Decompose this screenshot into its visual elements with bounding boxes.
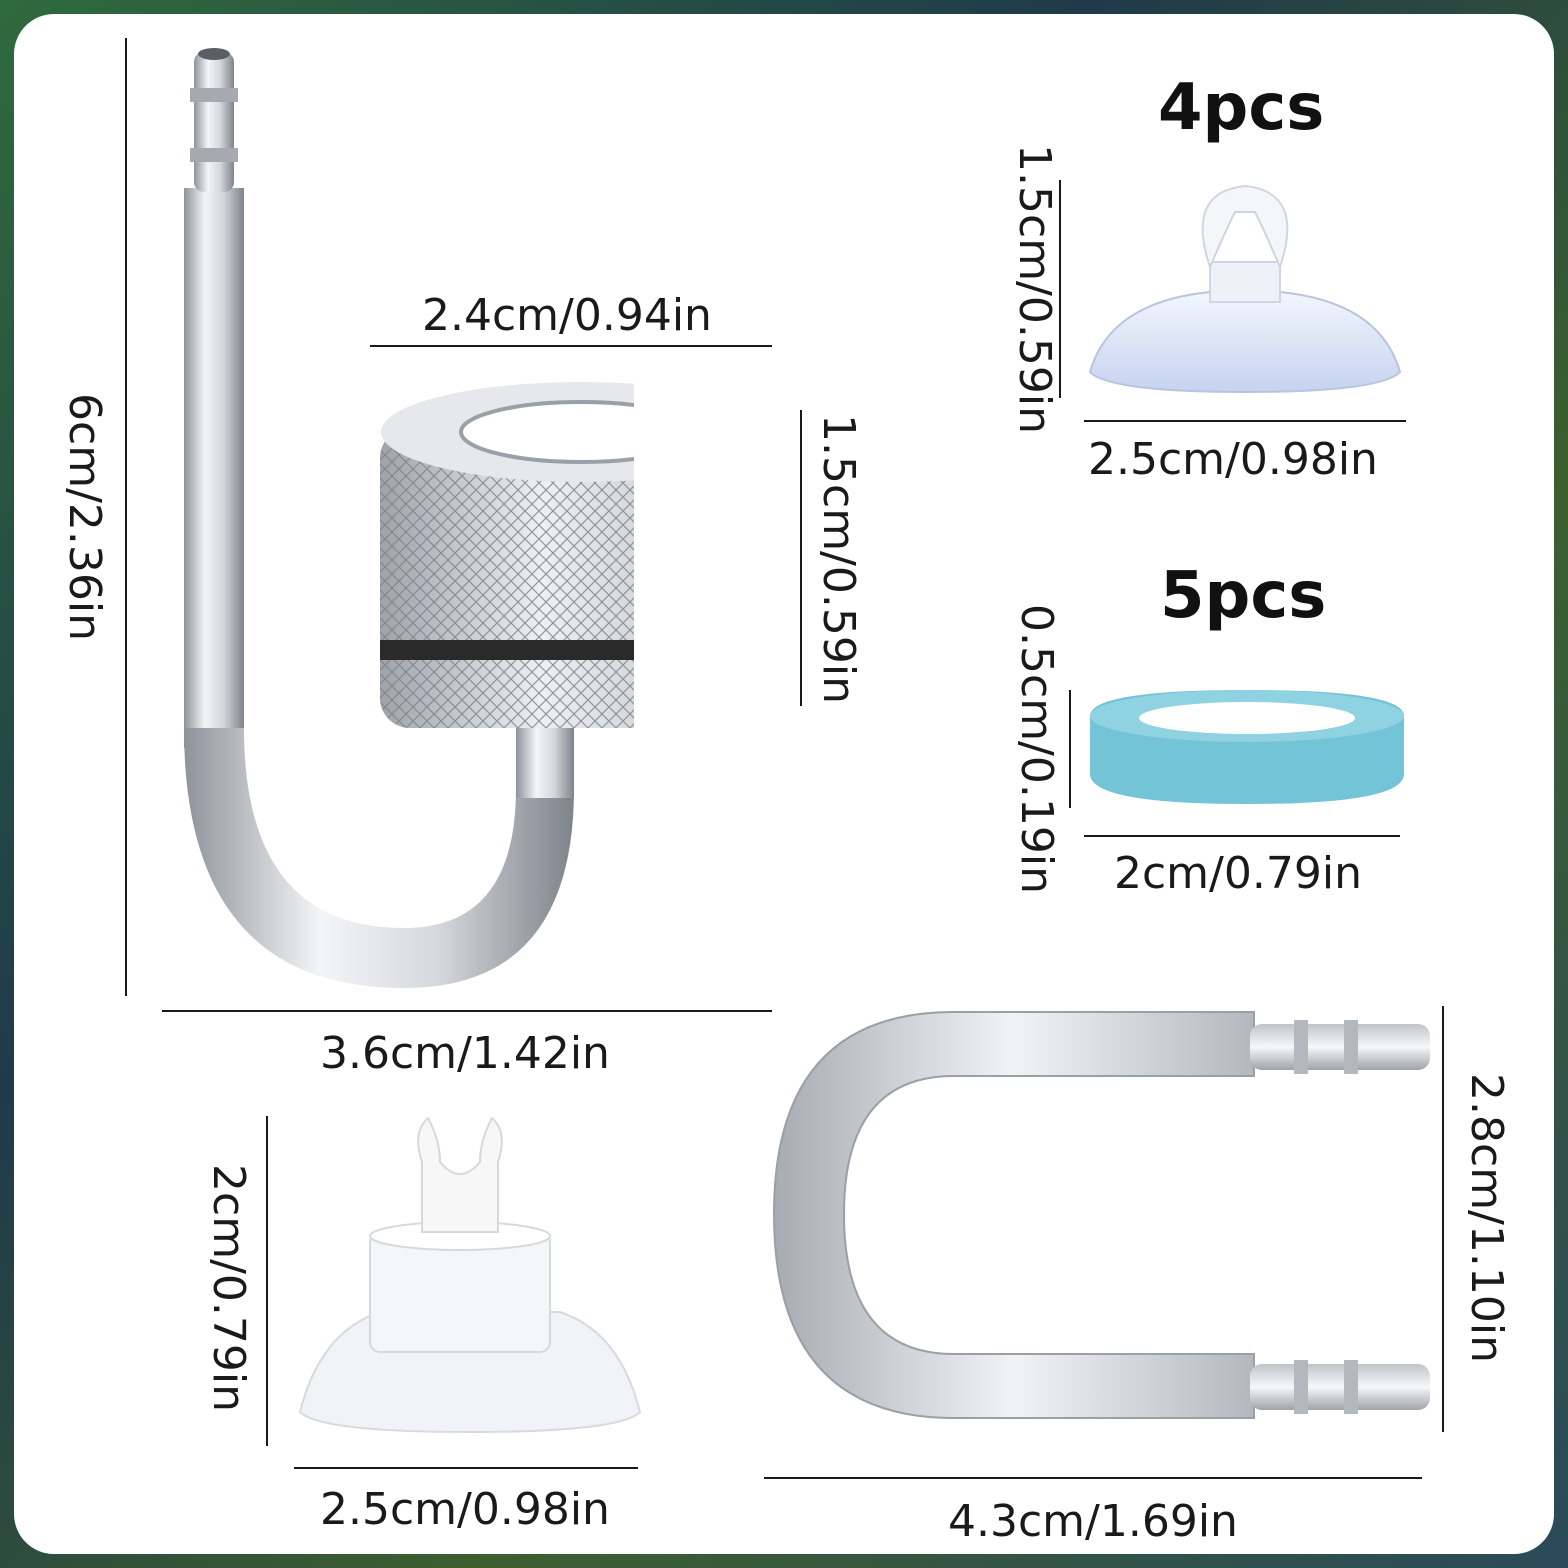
cap-width-label: 2.4cm/0.94in (422, 290, 712, 341)
tube-width-label: 3.6cm/1.42in (320, 1028, 610, 1079)
seal-ring-image (1090, 690, 1404, 804)
ring-width-label: 2cm/0.79in (1114, 848, 1362, 899)
cup-top-height-line (1059, 180, 1061, 398)
u-tube-width-label: 4.3cm/1.69in (948, 1496, 1238, 1547)
suction-cup-holder-image (298, 1116, 642, 1434)
ring-height-line (1069, 690, 1071, 808)
cup-bottom-width-label: 2.5cm/0.98in (320, 1484, 610, 1535)
u-tube-height-line (1442, 1006, 1444, 1432)
cap-height-line (800, 410, 802, 706)
u-tube-height-label: 2.8cm/1.10in (1461, 1073, 1512, 1363)
tube-height-line (125, 38, 127, 996)
cap-height-label: 1.5cm/0.59in (813, 414, 864, 704)
product-card: 6cm/2.36in 2.4cm/0.94in 1.5cm/0.59in 3.6… (14, 14, 1554, 1554)
ring-width-line (1084, 835, 1400, 837)
seal-ring-quantity: 5pcs (1160, 559, 1327, 633)
cup-bottom-height-line (266, 1116, 268, 1446)
u-tube-width-line (764, 1477, 1422, 1479)
cup-top-width-label: 2.5cm/0.98in (1088, 434, 1378, 485)
co2-diffuser-j-tube-image (184, 48, 634, 988)
suction-cup-clip-image (1088, 184, 1402, 394)
ring-height-label: 0.5cm/0.19in (1011, 604, 1062, 894)
cap-width-line (370, 345, 772, 347)
tube-width-line (162, 1010, 772, 1012)
tube-height-label: 6cm/2.36in (59, 393, 110, 641)
suction-cup-quantity: 4pcs (1158, 71, 1325, 145)
cup-bottom-height-label: 2cm/0.79in (203, 1164, 254, 1412)
cup-top-height-label: 1.5cm/0.59in (1009, 144, 1060, 434)
u-shaped-tube-image (772, 1011, 1430, 1419)
cup-bottom-width-line (294, 1467, 638, 1469)
cup-top-width-line (1084, 420, 1406, 422)
